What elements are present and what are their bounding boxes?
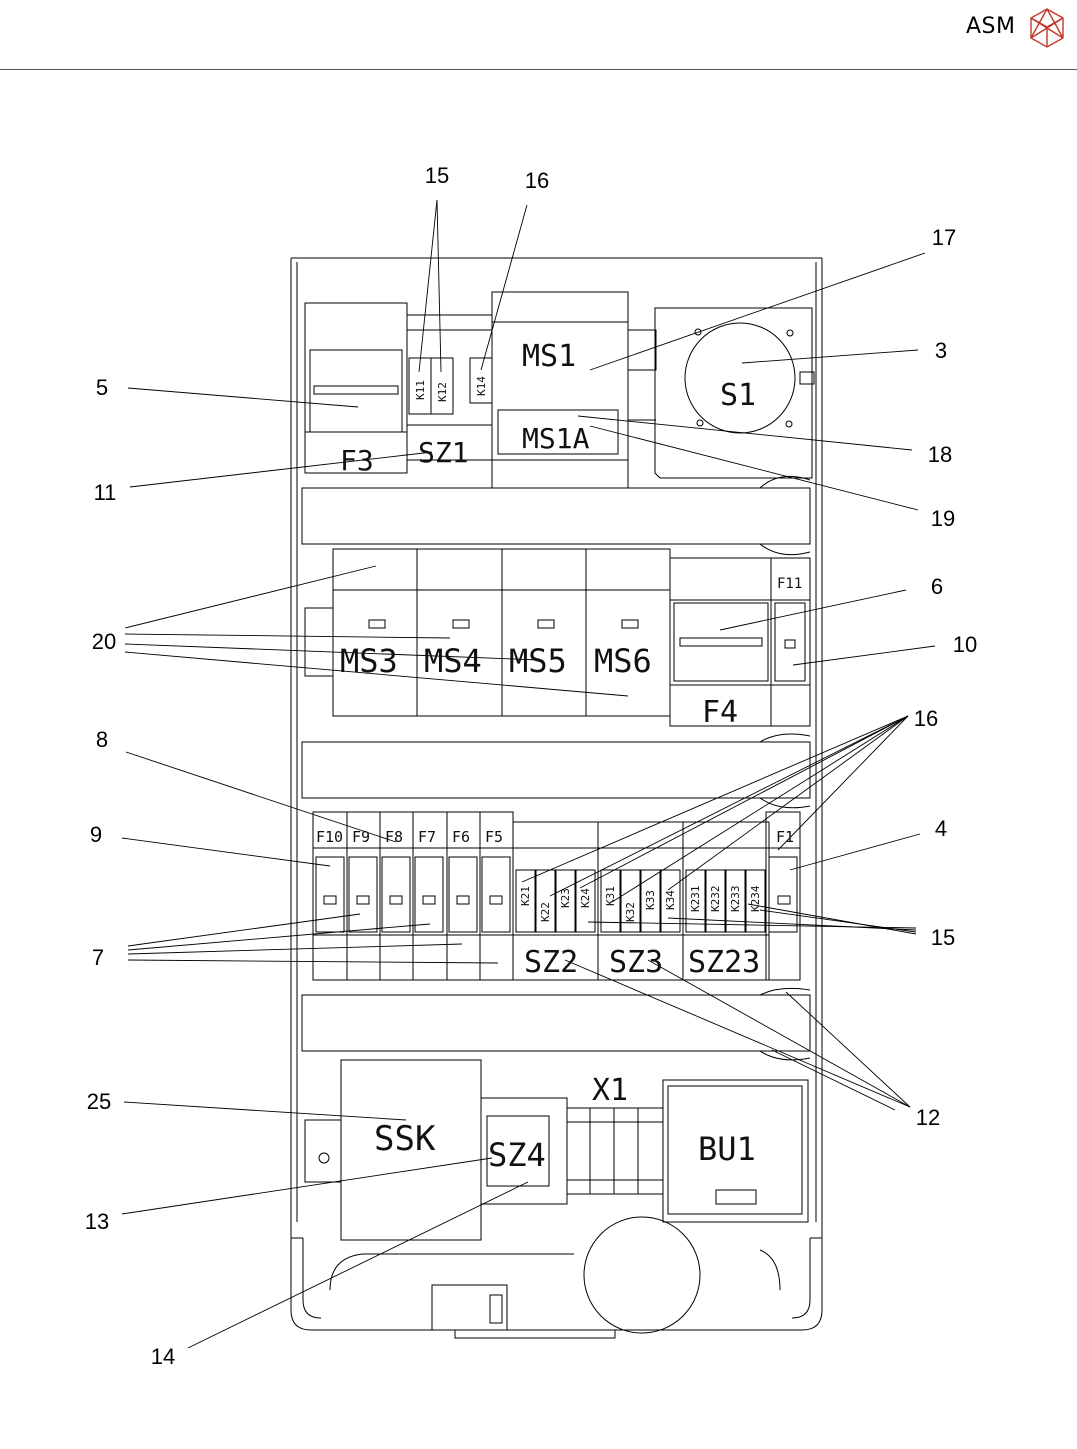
callout-6: 6 — [931, 574, 943, 599]
label-MS5: MS5 — [509, 642, 567, 680]
label-K231: K231 — [689, 886, 702, 913]
callout-25: 25 — [87, 1089, 111, 1114]
callout-16-top: 16 — [525, 168, 549, 193]
label-K14: K14 — [475, 376, 488, 396]
callout-18: 18 — [928, 442, 952, 467]
callout-13: 13 — [85, 1209, 109, 1234]
callout-15-top: 15 — [425, 163, 449, 188]
component-labels: F3 SZ1 K11 K12 K14 MS1 MS1A S1 MS3 MS4 M… — [316, 339, 802, 1174]
label-MS4: MS4 — [424, 642, 482, 680]
callout-3: 3 — [935, 338, 947, 363]
label-SSK: SSK — [374, 1119, 436, 1159]
label-K22: K22 — [539, 902, 552, 922]
label-MS3: MS3 — [340, 642, 398, 680]
label-K34: K34 — [664, 890, 677, 910]
label-K24: K24 — [579, 888, 592, 908]
label-K232: K232 — [709, 886, 722, 913]
label-K234: K234 — [749, 885, 762, 912]
label-F3: F3 — [340, 444, 374, 477]
callout-17: 17 — [932, 225, 956, 250]
label-F6: F6 — [452, 828, 470, 846]
callout-5: 5 — [96, 375, 108, 400]
label-F7: F7 — [418, 828, 436, 846]
callout-10: 10 — [953, 632, 977, 657]
label-SZ2: SZ2 — [524, 945, 578, 980]
label-F9: F9 — [352, 828, 370, 846]
callout-19: 19 — [931, 506, 955, 531]
callout-8: 8 — [96, 727, 108, 752]
callout-7: 7 — [92, 945, 104, 970]
label-MS1: MS1 — [522, 339, 576, 374]
label-F10: F10 — [316, 828, 343, 846]
label-K233: K233 — [729, 886, 742, 913]
callout-20: 20 — [92, 629, 116, 654]
label-K32: K32 — [624, 902, 637, 922]
label-F1: F1 — [776, 828, 794, 846]
callout-16-right: 16 — [914, 706, 938, 731]
label-F4: F4 — [702, 695, 738, 730]
label-K12: K12 — [436, 382, 449, 402]
label-SZ23: SZ23 — [688, 945, 760, 980]
label-X1: X1 — [592, 1073, 628, 1108]
callout-14: 14 — [151, 1344, 175, 1369]
label-MS1A: MS1A — [522, 422, 590, 455]
bottom-mounting-row — [305, 1060, 808, 1333]
callout-4: 4 — [935, 816, 947, 841]
label-S1: S1 — [720, 378, 756, 413]
callout-11: 11 — [94, 480, 117, 505]
label-SZ3: SZ3 — [609, 945, 663, 980]
label-F11: F11 — [777, 576, 802, 592]
label-BU1: BU1 — [698, 1130, 756, 1168]
label-K23: K23 — [559, 888, 572, 908]
label-K33: K33 — [644, 890, 657, 910]
callout-12: 12 — [916, 1105, 940, 1130]
label-SZ1: SZ1 — [418, 436, 469, 469]
label-K21: K21 — [519, 886, 532, 906]
label-SZ4: SZ4 — [488, 1136, 546, 1174]
label-F8: F8 — [385, 828, 403, 846]
label-K31: K31 — [604, 886, 617, 906]
label-MS6: MS6 — [594, 642, 652, 680]
label-F5: F5 — [485, 828, 503, 846]
label-K11: K11 — [414, 380, 427, 400]
callout-9: 9 — [90, 822, 102, 847]
callout-15-right: 15 — [931, 925, 955, 950]
